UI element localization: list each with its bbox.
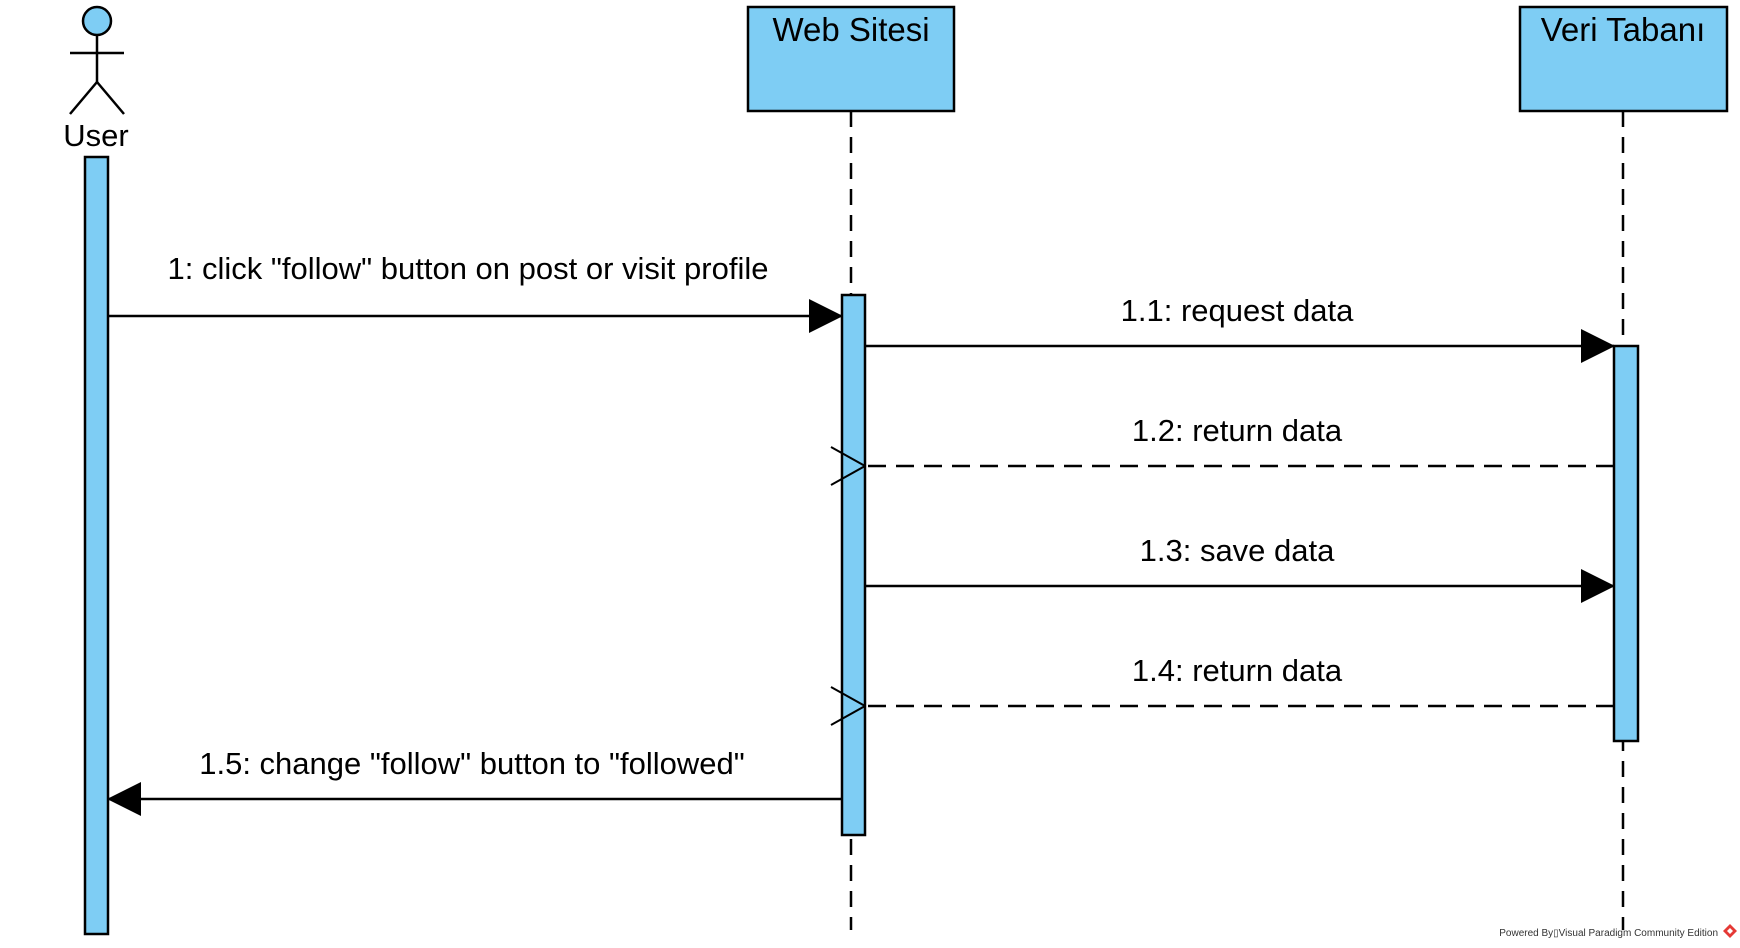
message-1[interactable]: 1: click "follow" button on post or visi… [108,251,843,333]
message-label: 1.1: request data [1121,293,1354,328]
message-label: 1.5: change "follow" button to "followed… [199,746,745,781]
participant-web-sitesi[interactable]: Web Sitesi [746,5,956,113]
message-label: 1: click "follow" button on post or visi… [168,251,769,286]
actor-user[interactable]: User [63,5,129,153]
activation-bar-user [83,155,110,936]
participant-box [1518,5,1729,113]
participant-label: Web Sitesi [772,11,929,48]
footer-watermark: Powered By▯Visual Paradigm Community Edi… [1499,924,1737,939]
message-1-2[interactable]: 1.2: return data [865,413,1614,466]
footer-text: Powered By▯Visual Paradigm Community Edi… [1499,928,1718,939]
participant-label: Veri Tabanı [1541,11,1706,48]
participant-veri-tabani[interactable]: Veri Tabanı [1518,5,1729,113]
message-1-3[interactable]: 1.3: save data [865,533,1615,603]
stick-figure-icon [69,5,125,115]
message-label: 1.2: return data [1132,413,1343,448]
visual-paradigm-logo-icon [1723,924,1737,938]
activation-bar-web-sitesi [840,293,867,837]
message-1-5[interactable]: 1.5: change "follow" button to "followed… [107,746,842,816]
message-label: 1.4: return data [1132,653,1343,688]
actor-label: User [63,118,128,153]
participant-box [746,5,956,113]
message-label: 1.3: save data [1140,533,1336,568]
message-1-1[interactable]: 1.1: request data [865,293,1615,363]
message-1-4[interactable]: 1.4: return data [865,653,1614,706]
activation-bar-veri-tabani [1612,344,1640,743]
